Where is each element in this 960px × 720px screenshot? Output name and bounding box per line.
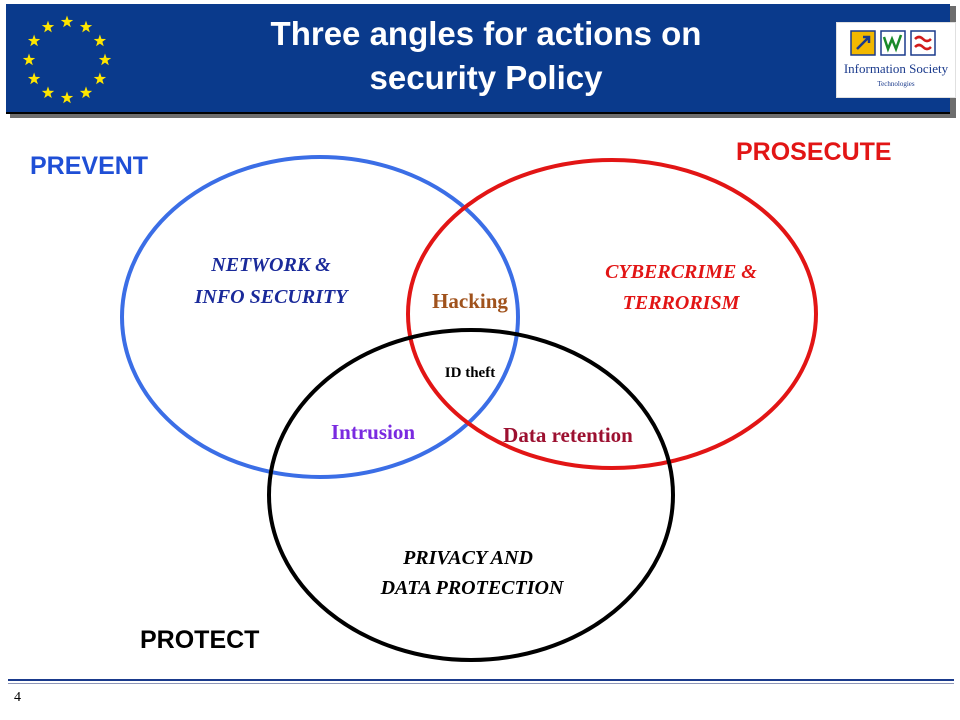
hacking-label: Hacking <box>432 289 508 313</box>
star-icon <box>60 15 74 28</box>
page-title-line-2: security Policy <box>369 59 603 96</box>
intrusion-label: Intrusion <box>331 420 415 444</box>
star-icon <box>79 86 93 99</box>
prosecute-circle <box>406 158 818 470</box>
footer-rule-thin <box>8 683 954 684</box>
cybercrime-terrorism-line-1: CYBERCRIME & <box>605 261 757 283</box>
star-icon <box>93 34 107 47</box>
logo-text-line-1: Information Society <box>844 61 949 76</box>
privacy-data-protection-line-2: DATA PROTECTION <box>380 577 565 599</box>
star-icon <box>79 20 93 33</box>
star-icon <box>60 91 74 104</box>
eu-flag-icon <box>22 15 112 104</box>
page-number: 4 <box>14 690 21 705</box>
star-icon <box>27 72 41 85</box>
protect-label: PROTECT <box>140 626 259 654</box>
logo-text-line-2: Technologies <box>877 80 914 88</box>
network-info-security-line-2: INFO SECURITY <box>194 286 350 308</box>
privacy-data-protection-line-1: PRIVACY AND <box>402 547 533 569</box>
star-icon <box>93 72 107 85</box>
protect-circle <box>267 328 675 662</box>
prosecute-label: PROSECUTE <box>736 138 892 166</box>
data-retention-label: Data retention <box>503 423 633 447</box>
page-title: Three angles for actions on security Pol… <box>126 12 846 100</box>
id-theft-label: ID theft <box>445 365 495 381</box>
star-icon <box>98 53 112 66</box>
eu-stars <box>22 15 112 104</box>
star-icon <box>41 20 55 33</box>
footer-rule <box>8 679 954 681</box>
page-title-line-1: Three angles for actions on <box>270 15 702 52</box>
star-icon <box>41 86 55 99</box>
prevent-circle <box>120 155 520 479</box>
ist-logo-icon: Information Society Technologies <box>844 30 949 88</box>
star-icon <box>22 53 36 66</box>
information-society-logo: Information Society Technologies <box>836 22 956 98</box>
prevent-label: PREVENT <box>30 152 148 180</box>
cybercrime-terrorism-line-2: TERRORISM <box>623 292 741 314</box>
network-info-security-line-1: NETWORK & <box>210 254 331 276</box>
star-icon <box>27 34 41 47</box>
header-banner: Three angles for actions on security Pol… <box>6 2 956 114</box>
